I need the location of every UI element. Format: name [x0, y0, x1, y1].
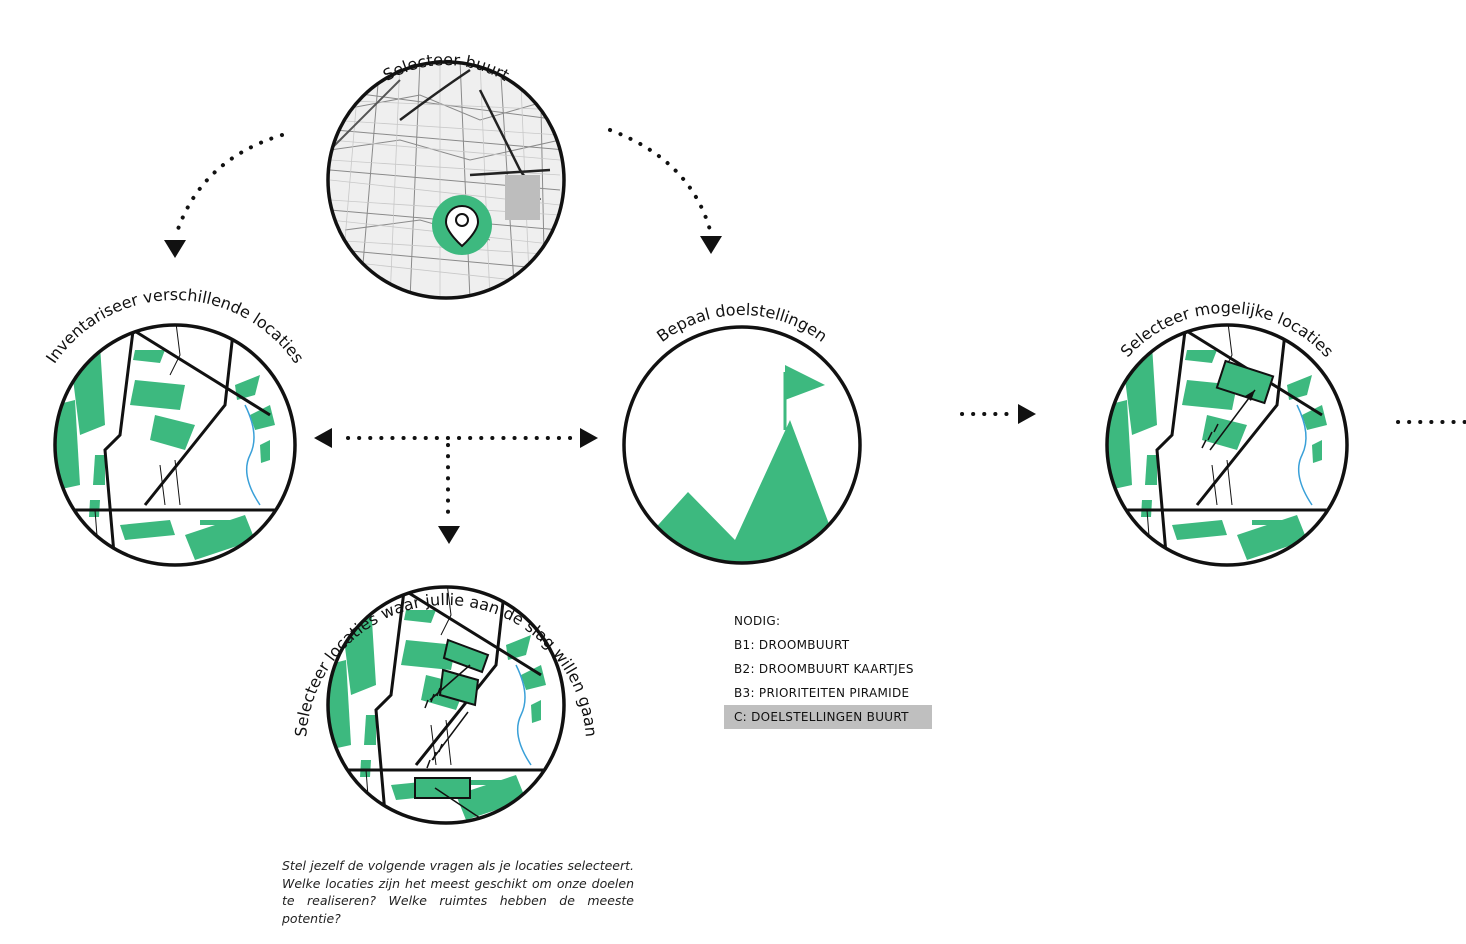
step-title-goals: Bepaal doelstellingen: [653, 300, 831, 346]
requirements-list: NODIG: B1: DROOMBUURT B2: DROOMBUURT KAA…: [724, 609, 944, 729]
possible-locations-circle: [1105, 323, 1349, 567]
goals-circle: [622, 325, 862, 565]
arrow-down-icon: [164, 240, 186, 258]
arrow-down-icon: [700, 236, 722, 254]
city-map-circle: [326, 60, 566, 300]
requirement-item: B3: PRIORITEITEN PIRAMIDE: [734, 686, 910, 700]
location-pin-icon: [444, 204, 480, 248]
requirement-item-highlighted: C: DOELSTELLINGEN BUURT: [724, 705, 932, 729]
arrowheads: [164, 236, 1036, 544]
guiding-questions: Stel jezelf de volgende vragen als je lo…: [282, 858, 634, 926]
arrow-right-icon: [1018, 404, 1036, 424]
requirements-title: NODIG:: [734, 614, 781, 628]
arrow-down-icon: [438, 526, 460, 544]
dotted-connectors: [174, 128, 1466, 522]
arrow-left-icon: [314, 428, 332, 448]
requirement-item: B2: DROOMBUURT KAARTJES: [734, 662, 914, 676]
selected-locations-circle: [326, 585, 566, 825]
requirement-item: B1: DROOMBUURT: [734, 638, 850, 652]
mountain-flag-icon: [624, 365, 860, 563]
inventory-map-circle: [53, 323, 297, 567]
arrow-right-icon: [580, 428, 598, 448]
